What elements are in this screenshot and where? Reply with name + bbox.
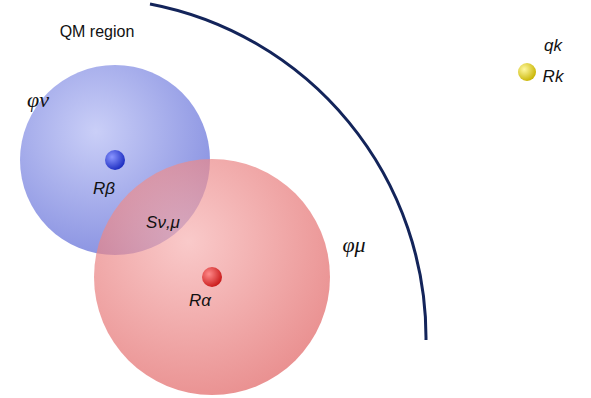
- atom-beta: [105, 150, 125, 170]
- atom-alpha: [202, 267, 222, 287]
- basis-function-label: φν: [27, 89, 49, 111]
- atom-position-label: Rβ: [93, 180, 115, 197]
- region-label: QM region: [60, 24, 135, 40]
- point-charge: [518, 63, 536, 81]
- overlap-label: Sν,μ: [146, 214, 180, 231]
- charge-label: qk: [544, 37, 562, 54]
- basis-function-label: φμ: [342, 234, 365, 256]
- atom-position-label: Rα: [189, 292, 211, 309]
- sphere-body: [94, 159, 330, 395]
- charge-position-label: Rk: [543, 68, 564, 85]
